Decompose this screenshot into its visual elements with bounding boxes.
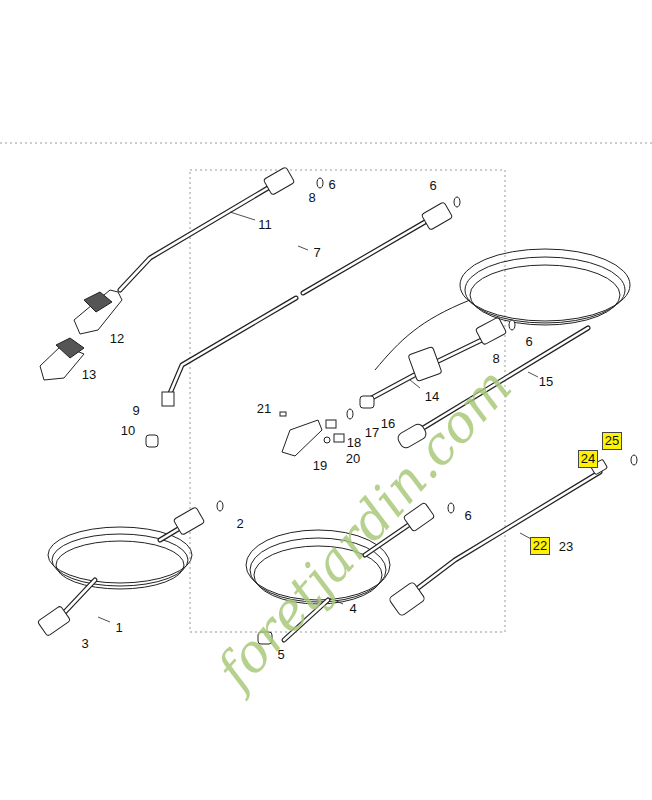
- callout-box: 25: [602, 432, 622, 450]
- callout-number: 15: [538, 374, 554, 389]
- handle: [408, 346, 442, 381]
- callout-number: 10: [120, 423, 136, 438]
- callout-number: 24: [581, 451, 595, 466]
- callout-number: 12: [109, 331, 125, 346]
- callout-number: 9: [131, 403, 140, 418]
- callout-number: 19: [312, 458, 328, 473]
- callout-number: 21: [256, 401, 272, 416]
- callout-box: 24: [578, 450, 598, 468]
- callout-number: 3: [80, 636, 89, 651]
- callout-number: 18: [346, 435, 362, 450]
- callout-number: 1: [114, 620, 123, 635]
- nozzle-parts: [280, 396, 374, 456]
- watermark: foretjardin.com: [205, 356, 523, 700]
- callout-number: 25: [605, 433, 619, 448]
- callout-number: 20: [345, 451, 361, 466]
- callout-number: 8: [307, 190, 316, 205]
- callout-number: 22: [533, 538, 547, 553]
- callout-number: 13: [81, 367, 97, 382]
- callout-number: 6: [327, 177, 336, 192]
- callout-number: 6: [524, 334, 533, 349]
- callout-number: 16: [380, 416, 396, 431]
- callout-number: 4: [348, 601, 357, 616]
- callout-number: 17: [364, 425, 380, 440]
- callout-number: 11: [257, 217, 273, 232]
- hose-coil: [375, 249, 630, 370]
- callout-box: 22: [530, 537, 550, 555]
- callout-number: 6: [463, 508, 472, 523]
- callout-number: 6: [428, 178, 437, 193]
- separator-line: [0, 143, 652, 144]
- callout-number: 7: [312, 245, 321, 260]
- callout-number: 23: [558, 539, 574, 554]
- callout-number: 2: [235, 516, 244, 531]
- callout-number: 8: [491, 351, 500, 366]
